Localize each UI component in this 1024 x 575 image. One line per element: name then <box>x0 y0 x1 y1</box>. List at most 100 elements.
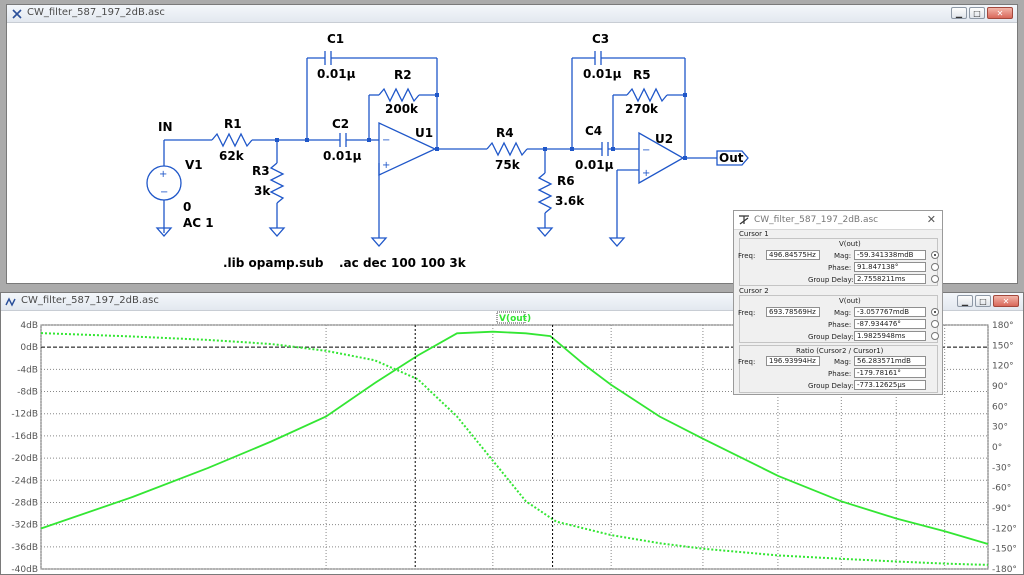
cursor1-mag-field[interactable]: -59.341338mdB <box>854 250 926 260</box>
cursor-readout-dialog: CW_filter_587_197_2dB.asc ✕ Cursor 1 V(o… <box>733 210 943 395</box>
cursor1-gd-radio[interactable] <box>931 275 939 283</box>
value-v1-dc: 0 <box>183 200 191 214</box>
plot-minimize-button[interactable]: ▁ <box>957 295 973 307</box>
maximize-button[interactable]: □ <box>969 7 985 19</box>
opamp-u2-symbol[interactable] <box>638 131 685 185</box>
resistor-r1-symbol[interactable] <box>211 132 253 148</box>
value-v1-ac: AC 1 <box>183 216 214 230</box>
cursor1-mag-label: Mag: <box>834 252 852 260</box>
y-left-tick-label: -32dB <box>11 521 38 531</box>
label-v1: V1 <box>185 158 203 172</box>
svg-text:−: − <box>160 187 168 198</box>
value-c4: 0.01μ <box>575 158 614 172</box>
dialog-app-icon <box>739 215 749 225</box>
label-r5: R5 <box>633 68 651 82</box>
resistor-r5-symbol[interactable] <box>626 87 668 103</box>
cursor2-phase-radio[interactable] <box>931 320 939 328</box>
cursor1-freq-field[interactable]: 496.84575Hz <box>766 250 820 260</box>
directive-ac[interactable]: .ac dec 100 100 3k <box>339 256 467 270</box>
plot-close-button[interactable]: ✕ <box>993 295 1019 307</box>
value-c3: 0.01μ <box>583 67 622 81</box>
phase-trace[interactable] <box>40 332 989 566</box>
value-c1: 0.01μ <box>317 67 356 81</box>
y-left-tick-label: -4dB <box>17 365 38 375</box>
resistor-r2-symbol[interactable] <box>378 87 420 103</box>
cursor1-freq-label: Freq: <box>738 252 756 260</box>
value-r4: 75k <box>495 158 521 172</box>
label-r1: R1 <box>224 117 242 131</box>
dialog-titlebar[interactable]: CW_filter_587_197_2dB.asc ✕ <box>734 211 942 230</box>
y-left-tick-label: -28dB <box>11 498 38 508</box>
y-right-tick-label: -30° <box>992 463 1011 473</box>
cursor1-signal: V(out) <box>839 240 861 248</box>
label-r4: R4 <box>496 126 514 140</box>
plot-title: CW_filter_587_197_2dB.asc <box>21 295 159 306</box>
cursor2-mag-radio[interactable] <box>931 308 939 316</box>
resistor-r4-symbol[interactable] <box>486 141 528 157</box>
label-u2: U2 <box>655 132 673 146</box>
label-c4: C4 <box>585 124 602 138</box>
cursor2-gd-field[interactable]: 1.9825948ms <box>854 331 926 341</box>
cursor2-mag-field[interactable]: -3.057767mdB <box>854 307 926 317</box>
resistor-r6-symbol[interactable] <box>537 172 553 214</box>
net-label-out: Out <box>719 151 744 165</box>
out-port-flag[interactable] <box>716 150 749 166</box>
cursor1-mag-radio[interactable] <box>931 251 939 259</box>
dialog-close-icon[interactable]: ✕ <box>926 213 936 226</box>
ratio-freq-field[interactable]: 196.93994Hz <box>766 356 820 366</box>
trace-label-box[interactable] <box>496 311 526 324</box>
y-right-tick-label: 120° <box>992 362 1014 372</box>
ratio-gd-label: Group Delay: <box>808 382 854 390</box>
cursor1-phase-label: Phase: <box>828 264 852 272</box>
schematic-app-icon <box>12 9 22 19</box>
directive-lib[interactable]: .lib opamp.sub <box>223 256 324 270</box>
plot-frame <box>40 324 989 570</box>
cursor2-freq-field[interactable]: 693.78569Hz <box>766 307 820 317</box>
ratio-gd-field[interactable]: -773.12625μs <box>854 380 926 390</box>
y-right-tick-label: 180° <box>992 321 1014 331</box>
ratio-heading: Ratio (Cursor2 / Cursor1) <box>796 347 884 355</box>
cursor1-gd-field[interactable]: 2.7558211ms <box>854 274 926 284</box>
resistor-r3-symbol[interactable] <box>269 162 285 204</box>
schematic-canvas[interactable]: −+ −+ +− C1 0.01μ R2 200k C2 0.01μ R1 62… <box>7 23 1017 283</box>
value-r1: 62k <box>219 149 245 163</box>
opamp-u1-symbol[interactable] <box>378 121 437 177</box>
cursor2-gd-radio[interactable] <box>931 332 939 340</box>
cursor2-heading: Cursor 2 <box>739 287 769 295</box>
minimize-button[interactable]: ▁ <box>951 7 967 19</box>
close-button[interactable]: ✕ <box>987 7 1013 19</box>
value-r2: 200k <box>385 102 419 116</box>
cursor2-phase-field[interactable]: -87.934476° <box>854 319 926 329</box>
ratio-mag-field[interactable]: 56.283571mdB <box>854 356 926 366</box>
y-right-tick-label: -60° <box>992 484 1011 494</box>
y-right-tick-label: -120° <box>992 524 1017 534</box>
cursor1-phase-radio[interactable] <box>931 263 939 271</box>
y-right-tick-label: -180° <box>992 565 1017 574</box>
value-r5: 270k <box>625 102 659 116</box>
label-r3: R3 <box>252 164 270 178</box>
waveform-app-icon <box>5 297 16 307</box>
ratio-mag-label: Mag: <box>834 358 852 366</box>
y-left-tick-label: 0dB <box>20 343 38 353</box>
label-c1: C1 <box>327 32 344 46</box>
y-right-tick-label: 30° <box>992 423 1008 433</box>
cursor2-mag-label: Mag: <box>834 309 852 317</box>
y-left-tick-label: -20dB <box>11 454 38 464</box>
svg-text:−: − <box>382 135 390 146</box>
label-r6: R6 <box>557 174 575 188</box>
cursor1-heading: Cursor 1 <box>739 230 769 238</box>
y-left-tick-label: -8dB <box>17 388 38 398</box>
cursor1-phase-field[interactable]: 91.847138° <box>854 262 926 272</box>
plot-maximize-button[interactable]: □ <box>975 295 991 307</box>
value-r6: 3.6k <box>555 194 585 208</box>
ratio-phase-field[interactable]: -179.78161° <box>854 368 926 378</box>
schematic-titlebar[interactable]: CW_filter_587_197_2dB.asc ▁ □ ✕ <box>7 5 1017 23</box>
cursor2-signal: V(out) <box>839 297 861 305</box>
cursor2-freq-label: Freq: <box>738 309 756 317</box>
cursor2-gd-label: Group Delay: <box>808 333 854 341</box>
trace-label[interactable]: V(out) <box>499 314 531 324</box>
y-left-tick-label: -12dB <box>11 410 38 420</box>
magnitude-trace[interactable] <box>40 330 989 545</box>
schematic-window: CW_filter_587_197_2dB.asc ▁ □ ✕ <box>6 4 1018 284</box>
label-r2: R2 <box>394 68 412 82</box>
